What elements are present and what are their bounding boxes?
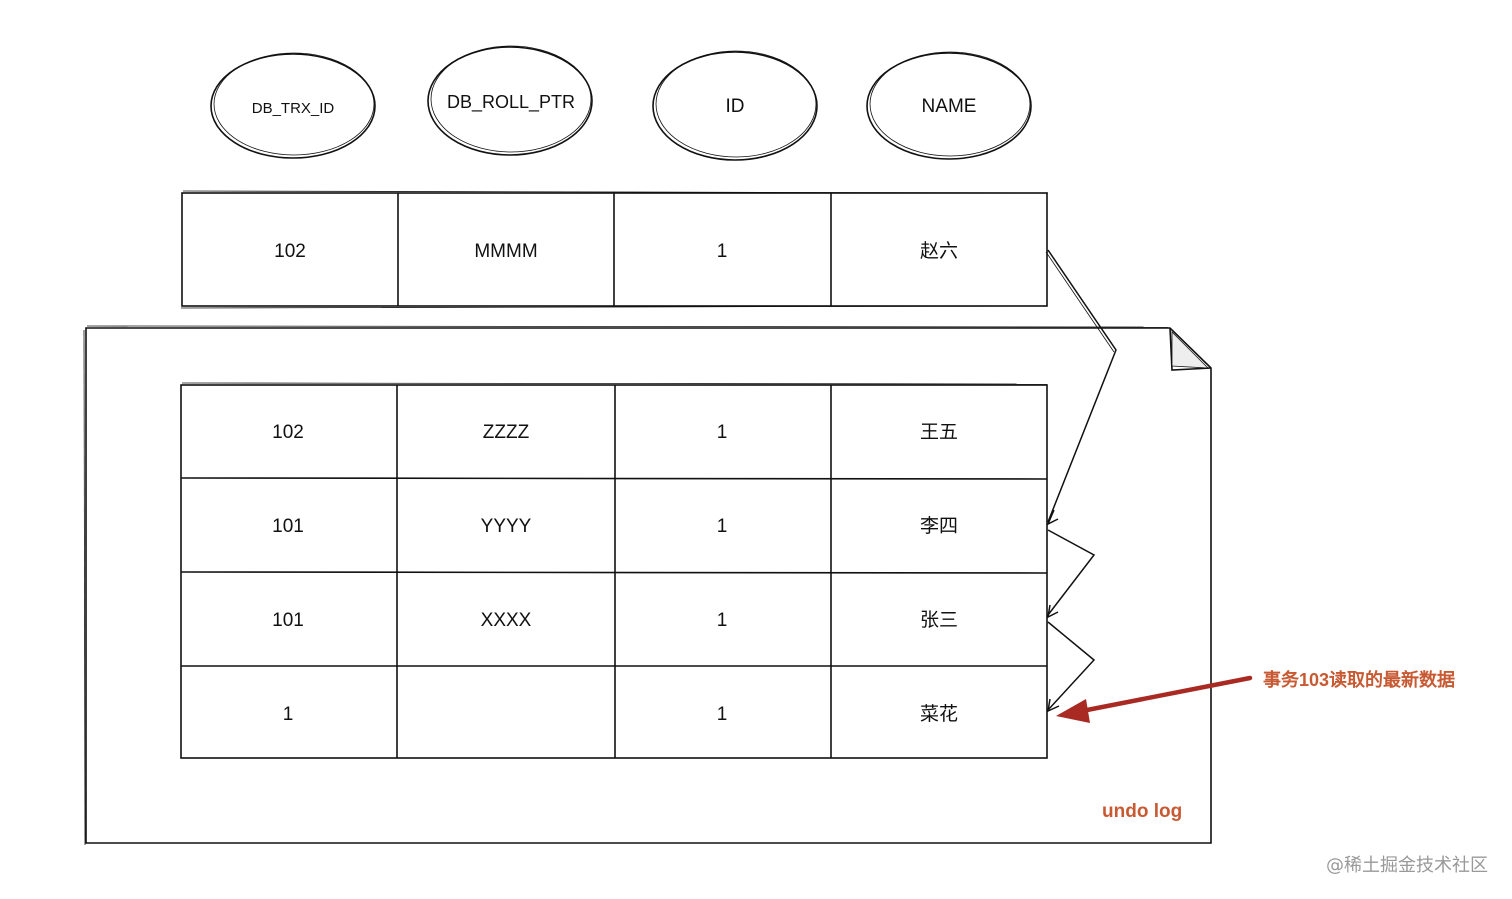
undo-row-cell-roll-ptr: YYYY <box>481 516 532 537</box>
header-name <box>866 51 1032 160</box>
column-headers <box>210 45 1032 161</box>
arrow-current-to-row1 <box>1045 249 1117 526</box>
current-row-table <box>180 190 1049 309</box>
header-db-trx-id <box>210 52 376 159</box>
undo-row-cell-trx-id: 101 <box>272 516 304 537</box>
arrow-row2-to-row3 <box>1047 621 1096 713</box>
header-label-db-roll-ptr: DB_ROLL_PTR <box>447 92 575 113</box>
undo-row-cell-id: 1 <box>717 516 728 537</box>
undo-row-cell-trx-id: 101 <box>272 610 304 631</box>
undo-row-cell-name: 王五 <box>920 422 958 443</box>
undo-row-cell-trx-id: 1 <box>283 704 294 725</box>
table-row: 102 ZZZZ 1 王五 <box>272 422 958 443</box>
table-row: 101 YYYY 1 李四 <box>272 515 958 537</box>
undo-row-cell-id: 1 <box>717 610 728 631</box>
current-row-cell-id: 1 <box>717 241 728 262</box>
undo-log-container <box>83 325 1212 846</box>
undo-log-label: undo log <box>1102 801 1182 822</box>
undo-row-cell-roll-ptr: XXXX <box>481 610 532 631</box>
current-row-cell-trx-id: 102 <box>274 241 306 262</box>
header-id <box>652 50 818 161</box>
watermark: @稀土掘金技术社区 <box>1326 855 1488 876</box>
undo-row-cell-name: 张三 <box>920 609 958 631</box>
version-chain-arrows <box>1045 249 1117 713</box>
undo-log-table <box>180 382 1048 759</box>
header-label-name: NAME <box>922 96 977 117</box>
undo-row-cell-roll-ptr: ZZZZ <box>483 422 530 443</box>
current-row-cell-roll-ptr: MMMM <box>474 241 537 262</box>
table-row: 101 XXXX 1 张三 <box>272 609 958 631</box>
arrow-row1-to-row2 <box>1047 529 1096 619</box>
header-labels: DB_TRX_ID DB_ROLL_PTR ID NAME <box>252 92 977 117</box>
table-row: 1 1 菜花 <box>283 703 958 725</box>
undo-row-cell-id: 1 <box>717 704 728 725</box>
header-label-db-trx-id: DB_TRX_ID <box>252 100 335 117</box>
annotation-label: 事务103读取的最新数据 <box>1263 669 1455 690</box>
current-row-cell-name: 赵六 <box>920 240 958 262</box>
undo-row-cell-name: 李四 <box>920 515 958 537</box>
undo-row-cell-name: 菜花 <box>920 703 958 725</box>
header-label-id: ID <box>726 96 745 117</box>
current-row: 102 MMMM 1 赵六 <box>274 240 958 262</box>
undo-row-cell-id: 1 <box>717 422 728 443</box>
header-db-roll-ptr <box>427 45 593 156</box>
undo-row-cell-trx-id: 102 <box>272 422 304 443</box>
annotation-arrow <box>1056 675 1253 723</box>
